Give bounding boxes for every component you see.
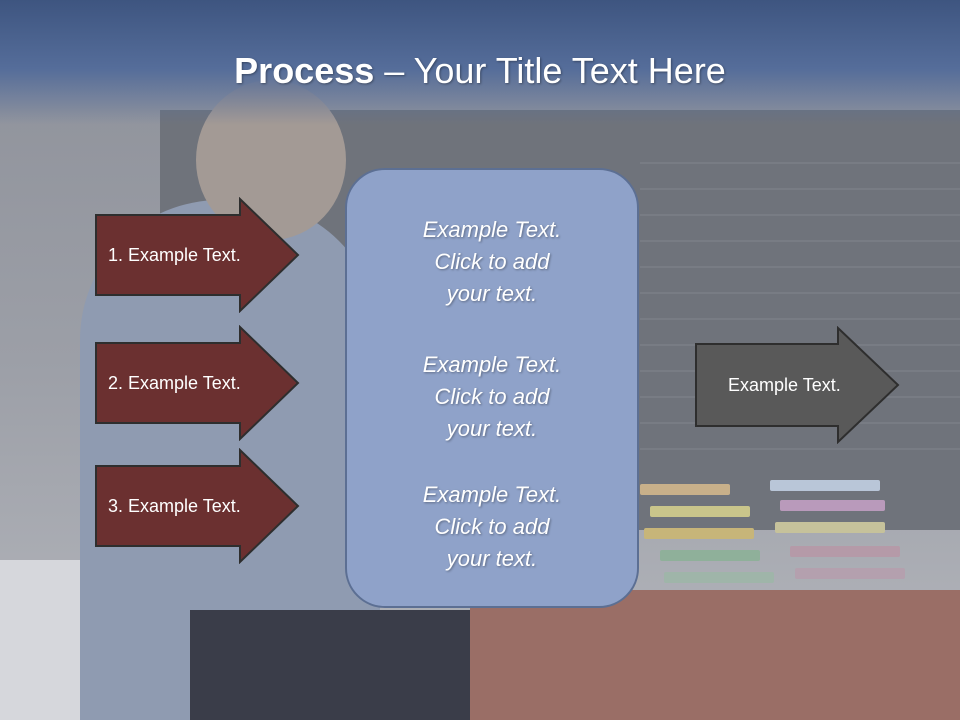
left-arrow-1-label: 1. Example Text. <box>108 244 241 265</box>
left-arrow-3[interactable]: 3. Example Text. <box>94 448 300 564</box>
arrow-right-shape <box>695 326 900 444</box>
left-arrow-2-label: 2. Example Text. <box>108 372 241 393</box>
left-arrow-3-label: 3. Example Text. <box>108 495 241 516</box>
arrow-right-shape <box>95 197 300 313</box>
center-text-2: Example Text. Click to add your text. <box>422 352 562 441</box>
title-bold: Process <box>234 50 375 91</box>
arrow-right-shape <box>95 448 300 564</box>
right-arrow-label: Example Text. <box>728 374 841 395</box>
center-text-box[interactable]: Example Text. Click to add your text. Ex… <box>345 168 639 608</box>
background-desk <box>470 590 960 720</box>
title-rest: – Your Title Text Here <box>374 50 726 91</box>
background-person-pants <box>190 610 470 720</box>
center-text-3: Example Text. Click to add your text. <box>422 482 562 571</box>
slide-title[interactable]: Process – Your Title Text Here <box>0 50 960 92</box>
right-arrow[interactable]: Example Text. <box>694 326 900 444</box>
title-band <box>0 0 960 125</box>
center-text-1: Example Text. Click to add your text. <box>422 217 562 306</box>
arrow-right-shape <box>95 325 300 441</box>
left-arrow-2[interactable]: 2. Example Text. <box>94 325 300 441</box>
left-arrow-1[interactable]: 1. Example Text. <box>94 197 300 313</box>
background-books <box>630 470 930 610</box>
